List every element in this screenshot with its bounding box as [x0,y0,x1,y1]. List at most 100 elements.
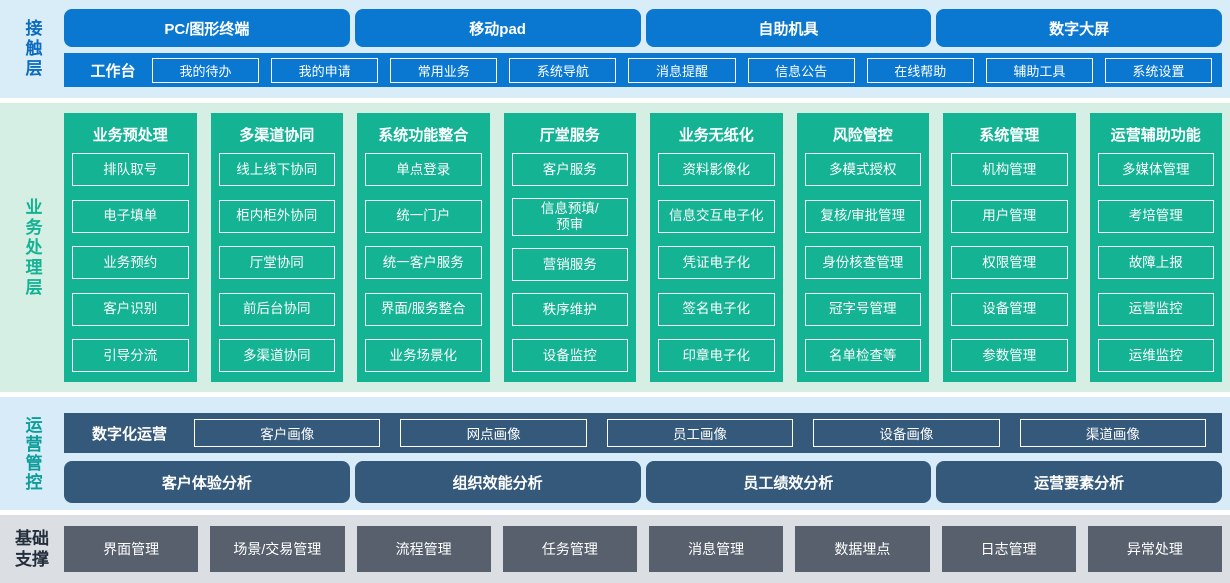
business-item[interactable]: 多模式授权 [804,153,921,186]
business-item[interactable]: 凭证电子化 [658,246,775,279]
business-item[interactable]: 线上线下协同 [218,153,335,186]
foundation-process-mgmt[interactable]: 流程管理 [356,526,491,572]
business-column-preprocessing: 业务预处理 排队取号 电子填单 业务预约 客户识别 引导分流 [64,113,197,382]
business-column-title: 运营辅助功能 [1110,127,1201,144]
business-item[interactable]: 冠字号管理 [804,292,921,326]
business-item[interactable]: 信息预填/ 预审 [511,198,628,236]
business-item[interactable]: 运维监控 [1097,339,1214,372]
analysis-employee-performance[interactable]: 员工绩效分析 [645,461,932,503]
business-item[interactable]: 身份核查管理 [804,246,921,279]
business-item[interactable]: 引导分流 [72,339,189,372]
foundation-support-layer: 基础支撑 界面管理 场景/交易管理 流程管理 任务管理 消息管理 数据埋点 日志… [0,515,1230,583]
business-item[interactable]: 厅堂协同 [218,246,335,279]
analysis-org-effectiveness[interactable]: 组织效能分析 [354,461,641,503]
business-item[interactable]: 考培管理 [1097,199,1214,233]
foundation-data-tracking[interactable]: 数据埋点 [795,526,930,572]
business-column-title: 系统功能整合 [378,127,469,144]
business-item[interactable]: 营销服务 [511,248,628,281]
business-item[interactable]: 参数管理 [951,339,1068,372]
contact-layer: 接触层 PC/图形终端 移动pad 自助机具 数字大屏 工作台 我的待办 我的申… [0,0,1230,98]
business-item[interactable]: 多媒体管理 [1097,153,1214,186]
foundation-exception-handling[interactable]: 异常处理 [1087,526,1222,572]
foundation-ui-mgmt[interactable]: 界面管理 [64,526,199,572]
business-column-lobby-service: 厅堂服务 客户服务 信息预填/ 预审 营销服务 秩序维护 设备监控 [503,113,636,382]
profile-customer[interactable]: 客户画像 [194,419,381,447]
section-divider [0,98,1230,103]
business-item[interactable]: 名单检查等 [804,339,921,372]
contact-layer-label: 接触层 [22,19,42,79]
workbench-item-todo[interactable]: 我的待办 [152,57,260,83]
business-item[interactable]: 前后台协同 [218,292,335,326]
business-item[interactable]: 界面/服务整合 [365,292,482,326]
profile-channel[interactable]: 渠道画像 [1019,419,1207,447]
business-column-title: 多渠道协同 [239,127,315,144]
business-item[interactable]: 设备管理 [951,292,1068,326]
channel-mobile-pad[interactable]: 移动pad [354,9,641,47]
digital-ops-label: 数字化运营 [92,425,168,443]
workbench-item-aux-tools[interactable]: 辅助工具 [985,57,1093,83]
business-item[interactable]: 资料影像化 [658,153,775,186]
business-item[interactable]: 信息交互电子化 [658,199,775,233]
channel-self-service[interactable]: 自助机具 [645,9,932,47]
business-item[interactable]: 业务场景化 [365,339,482,372]
business-item[interactable]: 复核/审批管理 [804,199,921,233]
business-item[interactable]: 排队取号 [72,153,189,186]
analysis-ops-elements[interactable]: 运营要素分析 [936,461,1222,503]
business-column-title: 系统管理 [979,127,1040,144]
business-item[interactable]: 客户识别 [72,292,189,326]
workbench-item-message-alerts[interactable]: 消息提醒 [628,57,736,83]
business-item[interactable]: 秩序维护 [511,293,628,327]
business-column-ops-aux: 运营辅助功能 多媒体管理 考培管理 故障上报 运营监控 运维监控 [1089,113,1222,382]
business-layer-label: 业务处理层 [22,197,42,298]
business-column-title: 风险管控 [832,127,893,144]
business-item[interactable]: 电子填单 [72,199,189,233]
workbench-item-announcements[interactable]: 信息公告 [747,57,855,83]
business-item[interactable]: 机构管理 [951,153,1068,186]
analysis-customer-experience[interactable]: 客户体验分析 [64,461,350,503]
business-item[interactable]: 柜内柜外协同 [218,199,335,233]
workbench-item-applications[interactable]: 我的申请 [271,57,379,83]
business-item[interactable]: 多渠道协同 [218,339,335,372]
foundation-task-mgmt[interactable]: 任务管理 [502,526,637,572]
channel-row: PC/图形终端 移动pad 自助机具 数字大屏 [64,9,1222,47]
profile-branch[interactable]: 网点画像 [400,419,587,447]
business-item[interactable]: 设备监控 [511,338,628,372]
section-divider [0,392,1230,397]
business-item[interactable]: 单点登录 [365,153,482,186]
business-item[interactable]: 统一客户服务 [365,246,482,279]
business-item[interactable]: 故障上报 [1097,246,1214,279]
business-item[interactable]: 统一门户 [365,199,482,233]
workbench-item-system-settings[interactable]: 系统设置 [1104,57,1212,83]
business-column-system-integration: 系统功能整合 单点登录 统一门户 统一客户服务 界面/服务整合 业务场景化 [357,113,490,382]
business-item[interactable]: 用户管理 [951,199,1068,233]
business-item[interactable]: 运营监控 [1097,292,1214,326]
workbench-label: 工作台 [90,62,136,80]
ops-layer-label: 运营管控 [22,415,42,492]
digital-ops-bar: 数字化运营 客户画像 网点画像 员工画像 设备画像 渠道画像 [64,413,1222,453]
business-item[interactable]: 业务预约 [72,246,189,279]
workbench-item-common-business[interactable]: 常用业务 [390,57,498,83]
operations-control-layer: 运营管控 数字化运营 客户画像 网点画像 员工画像 设备画像 渠道画像 客户体验… [0,397,1230,510]
business-item[interactable]: 印章电子化 [658,339,775,372]
channel-digital-screen[interactable]: 数字大屏 [936,9,1222,47]
business-column-system-mgmt: 系统管理 机构管理 用户管理 权限管理 设备管理 参数管理 [943,113,1076,382]
business-column-title: 厅堂服务 [539,127,600,144]
channel-pc-terminal[interactable]: PC/图形终端 [64,9,350,47]
profile-device[interactable]: 设备画像 [813,419,1000,447]
foundation-log-mgmt[interactable]: 日志管理 [941,526,1076,572]
analysis-row: 客户体验分析 组织效能分析 员工绩效分析 运营要素分析 [64,461,1222,503]
business-item[interactable]: 权限管理 [951,246,1068,279]
contact-layer-gutter: 接触层 [0,0,64,98]
business-columns: 业务预处理 排队取号 电子填单 业务预约 客户识别 引导分流 多渠道协同 线上线… [64,103,1230,392]
profile-employee[interactable]: 员工画像 [606,419,794,447]
foundation-message-mgmt[interactable]: 消息管理 [649,526,784,572]
business-item[interactable]: 客户服务 [511,153,628,186]
business-column-paperless: 业务无纸化 资料影像化 信息交互电子化 凭证电子化 签名电子化 印章电子化 [650,113,783,382]
foundation-scene-txn-mgmt[interactable]: 场景/交易管理 [210,526,345,572]
workbench-item-online-help[interactable]: 在线帮助 [866,57,974,83]
business-item[interactable]: 签名电子化 [658,292,775,326]
foundation-layer-gutter: 基础支撑 [0,528,64,571]
workbench-item-system-nav[interactable]: 系统导航 [509,57,617,83]
business-column-multichannel: 多渠道协同 线上线下协同 柜内柜外协同 厅堂协同 前后台协同 多渠道协同 [210,113,343,382]
